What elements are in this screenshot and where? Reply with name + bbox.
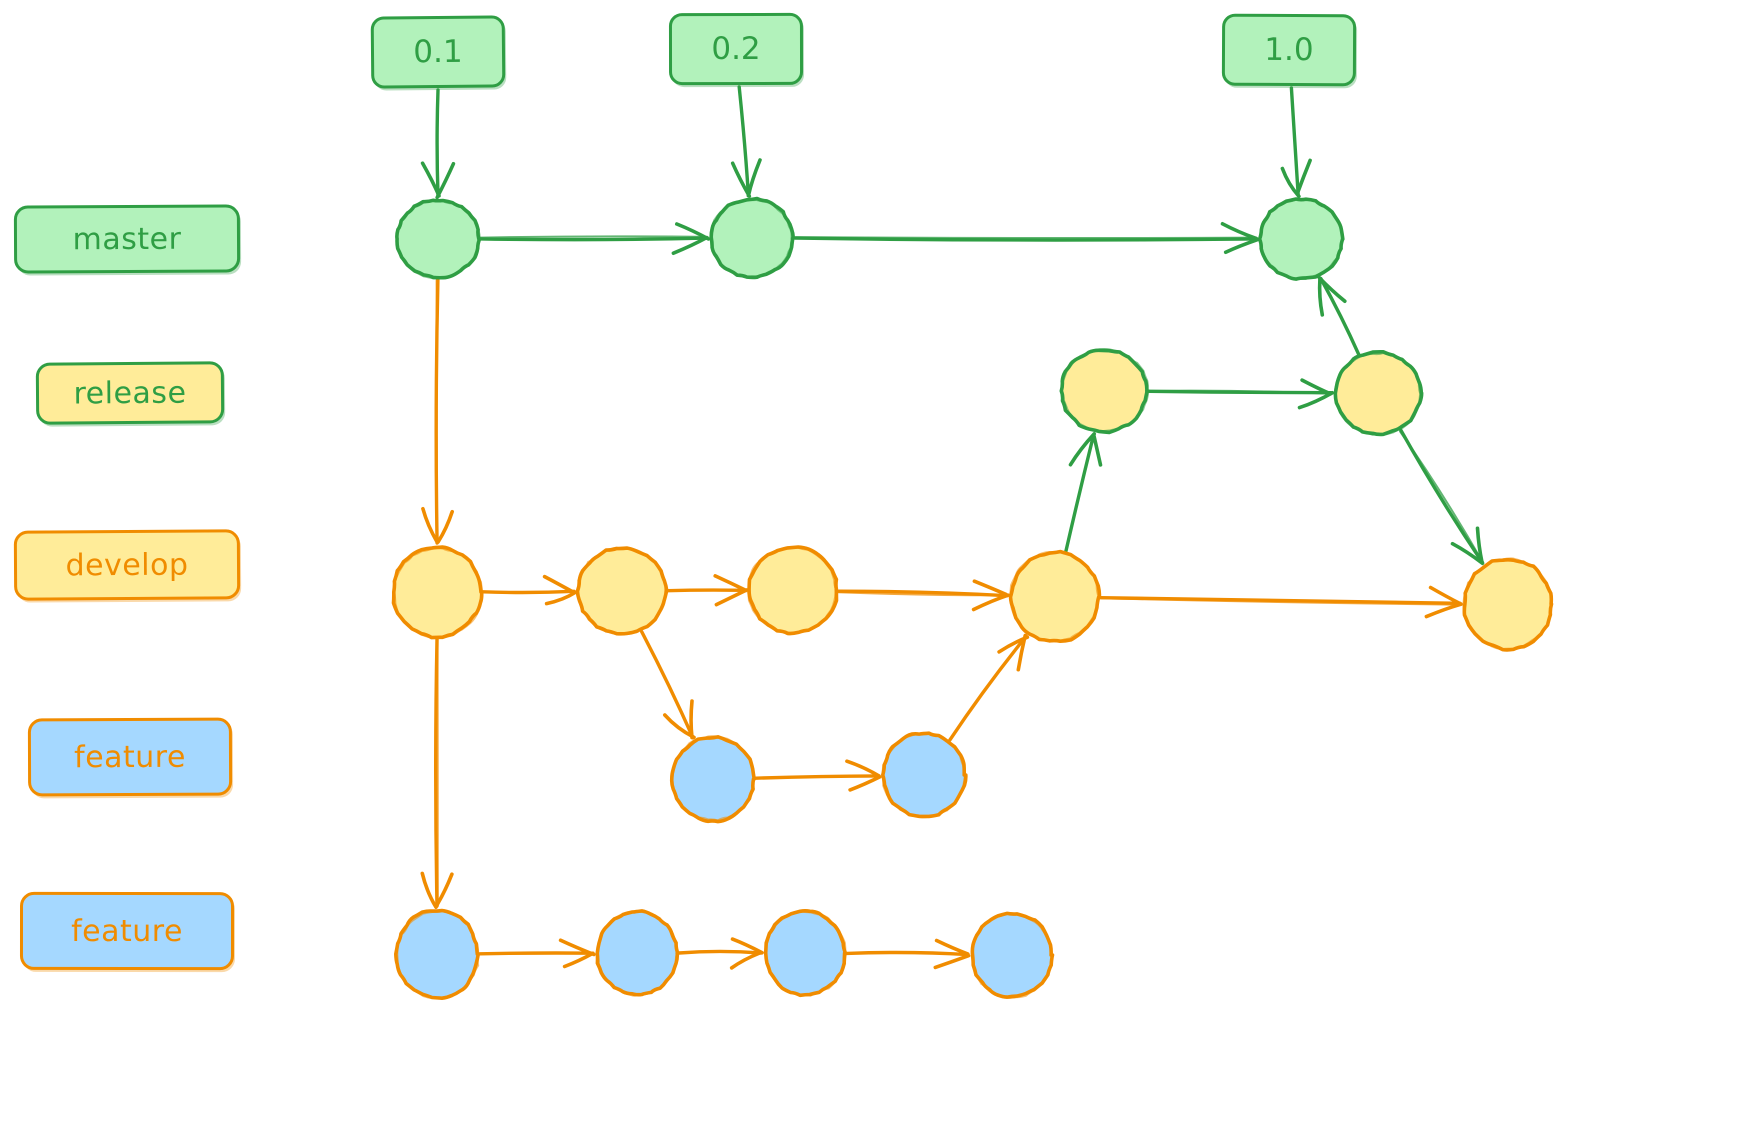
commit-node-d3[interactable] [746, 545, 839, 636]
arrowhead-e-d4-d5 [1424, 585, 1463, 619]
version-tag-text: 1.0 [1264, 31, 1314, 69]
arrowhead-e-d4-r1 [1068, 432, 1103, 467]
edge-e-f2c-f2d [845, 938, 971, 970]
edge-e-d1-f2a [420, 637, 454, 909]
arrowhead-e-r1-r2 [1297, 378, 1335, 410]
arrowhead-e-f2a-f2b [558, 938, 596, 969]
lane-label-master[interactable]: master [13, 204, 241, 274]
arrowhead-e-d1-f2a [420, 871, 454, 909]
edge-e-r2-d5 [1399, 428, 1485, 566]
commit-node-r1[interactable] [1059, 347, 1150, 435]
lane-label-feature-2[interactable]: feature [19, 891, 235, 971]
lane-label-release[interactable]: release [35, 361, 225, 425]
edge-e-d4-r1 [1064, 432, 1103, 553]
edge-e-f1a-f1b [754, 759, 882, 792]
arrowhead-e-m2-m3 [1220, 222, 1259, 254]
arrowhead-e-tag02-m2 [730, 158, 762, 198]
arrowhead-e-r2-m3 [1317, 275, 1347, 317]
version-tag-text: 0.2 [711, 30, 761, 68]
lane-label-develop[interactable]: develop [13, 529, 241, 601]
arrowhead-e-tag10-m3 [1280, 158, 1312, 199]
arrowhead-e-d1-d2 [542, 574, 578, 606]
edge-e-d2-f1a [640, 630, 696, 740]
commit-node-f2c[interactable] [763, 909, 848, 998]
commit-node-m3[interactable] [1257, 197, 1345, 281]
arrowhead-e-f1b-d4 [997, 633, 1030, 672]
arrowhead-e-d2-f1a [663, 699, 696, 740]
arrowhead-e-f1a-f1b [845, 759, 882, 792]
commit-node-d4[interactable] [1008, 549, 1102, 643]
commit-node-f2a[interactable] [394, 908, 481, 1000]
edge-e-tag10-m3 [1280, 86, 1312, 199]
edge-e-d3-d4 [837, 579, 1010, 612]
version-tag-text: 0.1 [413, 33, 463, 71]
lane-label-text: feature [74, 739, 186, 775]
arrowhead-e-d3-d4 [971, 579, 1010, 612]
arrowhead-e-m1-m2 [671, 222, 711, 255]
lane-label-text: feature [71, 913, 183, 949]
arrowhead-e-tag01-m1 [420, 161, 456, 200]
arrowhead-e-f2b-f2c [729, 937, 764, 970]
commit-node-d1[interactable] [391, 545, 484, 640]
version-tag-0-1[interactable]: 0.1 [370, 15, 506, 89]
lane-label-text: master [72, 221, 182, 257]
edge-e-tag01-m1 [420, 88, 456, 200]
edge-e-tag02-m2 [730, 85, 762, 198]
edge-e-f1b-d4 [948, 633, 1030, 742]
commit-node-f1a[interactable] [669, 735, 756, 824]
commit-node-d2[interactable] [575, 546, 669, 636]
edge-e-m2-m3 [793, 222, 1259, 254]
edge-e-m1-d1 [421, 278, 454, 545]
arrowhead-e-m1-d1 [421, 506, 454, 544]
commit-node-f2d[interactable] [970, 911, 1055, 999]
version-tag-0-2[interactable]: 0.2 [668, 12, 804, 86]
lane-label-text: release [73, 375, 187, 411]
lane-label-feature-1[interactable]: feature [27, 717, 233, 797]
edge-e-r2-m3 [1317, 275, 1361, 356]
commit-node-d5[interactable] [1462, 557, 1554, 652]
edge-e-m1-m2 [479, 222, 711, 255]
edge-e-d2-d3 [666, 574, 749, 607]
commit-node-m1[interactable] [395, 198, 482, 280]
edge-e-d4-d5 [1098, 585, 1463, 619]
edge-e-d1-d2 [481, 574, 578, 606]
arrowhead-e-d2-d3 [713, 574, 749, 607]
commit-node-r2[interactable] [1333, 349, 1424, 437]
commit-node-f1b[interactable] [881, 731, 968, 819]
edge-e-r1-r2 [1147, 378, 1335, 410]
version-tag-1-0[interactable]: 1.0 [1221, 13, 1357, 87]
lane-label-text: develop [65, 547, 189, 583]
edge-e-f2b-f2c [677, 937, 764, 970]
edge-e-f2a-f2b [478, 938, 596, 969]
commit-node-m2[interactable] [709, 196, 796, 280]
commit-node-f2b[interactable] [595, 909, 680, 997]
arrowhead-e-f2c-f2d [933, 938, 971, 970]
arrowhead-e-r2-d5 [1450, 526, 1485, 566]
